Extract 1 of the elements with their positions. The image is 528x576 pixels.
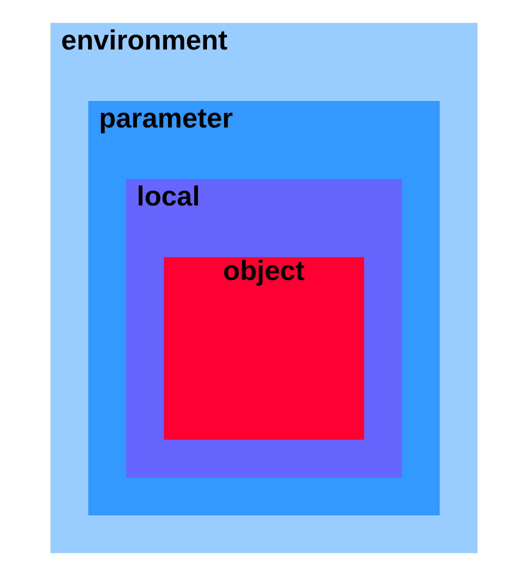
node-box: object <box>164 257 364 440</box>
